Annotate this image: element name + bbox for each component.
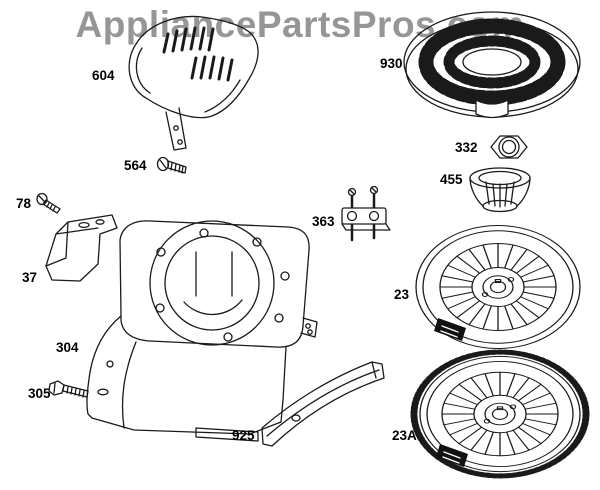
part-23-flywheel-drawing <box>415 225 581 349</box>
part-label-925: 925 <box>232 428 255 443</box>
part-23A-flywheel-ring-gear-drawing <box>410 349 590 479</box>
part-604-blower-housing-cover-drawing <box>128 15 259 151</box>
part-455-cup-drawing <box>469 167 531 213</box>
part-label-305: 305 <box>28 386 51 401</box>
part-label-37: 37 <box>22 270 38 285</box>
part-label-604: 604 <box>92 68 115 83</box>
part-label-304: 304 <box>56 340 79 355</box>
part-925-cover-plate-drawing <box>261 361 385 447</box>
part-label-23: 23 <box>394 287 410 302</box>
part-305-bolt-drawing <box>48 380 89 398</box>
part-332-nut-drawing <box>490 135 528 159</box>
part-label-455: 455 <box>440 172 463 187</box>
part-363-terminal-drawing <box>341 185 391 242</box>
part-564-screw-drawing <box>156 156 187 174</box>
part-304-blower-housing-drawing <box>86 220 318 442</box>
part-78-screw-drawing <box>36 192 61 214</box>
part-37-bracket-drawing <box>45 214 118 282</box>
part-label-332: 332 <box>455 140 478 155</box>
part-label-23A: 23A <box>392 428 417 443</box>
part-label-930: 930 <box>380 56 403 71</box>
part-label-78: 78 <box>16 196 32 211</box>
part-930-rotating-screen-drawing <box>403 11 581 119</box>
part-label-564: 564 <box>124 158 147 173</box>
part-label-363: 363 <box>312 214 335 229</box>
